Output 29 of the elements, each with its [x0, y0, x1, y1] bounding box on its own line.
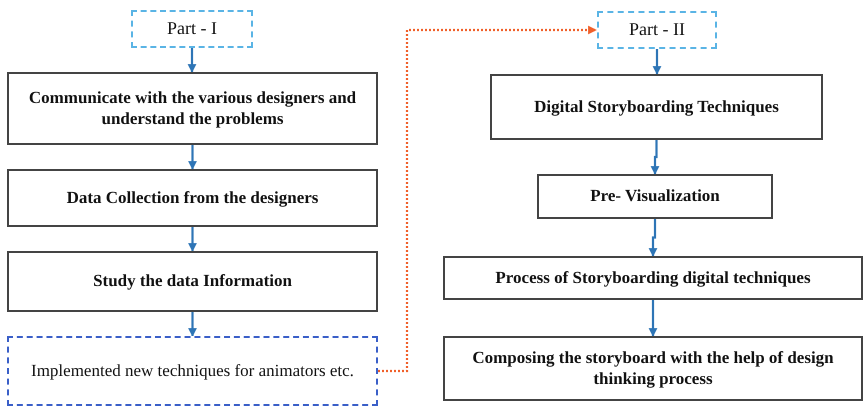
box-text: Process of Storyboarding digital techniques	[495, 268, 811, 288]
arrow	[188, 145, 197, 170]
arrow	[648, 219, 658, 257]
box-text: Part - II	[629, 19, 685, 41]
box-text: Pre- Visualization	[590, 186, 720, 207]
process-box	[490, 74, 823, 140]
box-text: Part - I	[167, 18, 217, 40]
process-box	[443, 256, 863, 300]
arrow	[188, 227, 197, 252]
process-box	[7, 251, 378, 312]
box-text: Communicate with the various designers and understand the problems	[28, 88, 358, 129]
box-text: Data Collection from the designers	[66, 188, 318, 208]
arrow	[652, 49, 662, 75]
box-text: Study the data Information	[93, 271, 292, 292]
process-box	[537, 174, 773, 219]
arrow	[650, 140, 660, 175]
arrow	[378, 26, 597, 372]
arrow	[188, 48, 196, 73]
process-box	[7, 169, 378, 227]
arrow	[648, 300, 658, 337]
box-text: Digital Storyboarding Techniques	[534, 96, 779, 118]
dashed-box	[597, 11, 717, 49]
dashed-box	[131, 10, 253, 48]
arrow	[188, 312, 197, 337]
dashed-box	[7, 336, 378, 406]
box-text: Implemented new techniques for animators etc.	[31, 360, 354, 382]
box-text: Composing the storyboard with the help of design thinking process	[471, 348, 835, 389]
process-box	[7, 72, 378, 145]
process-box	[443, 336, 863, 401]
